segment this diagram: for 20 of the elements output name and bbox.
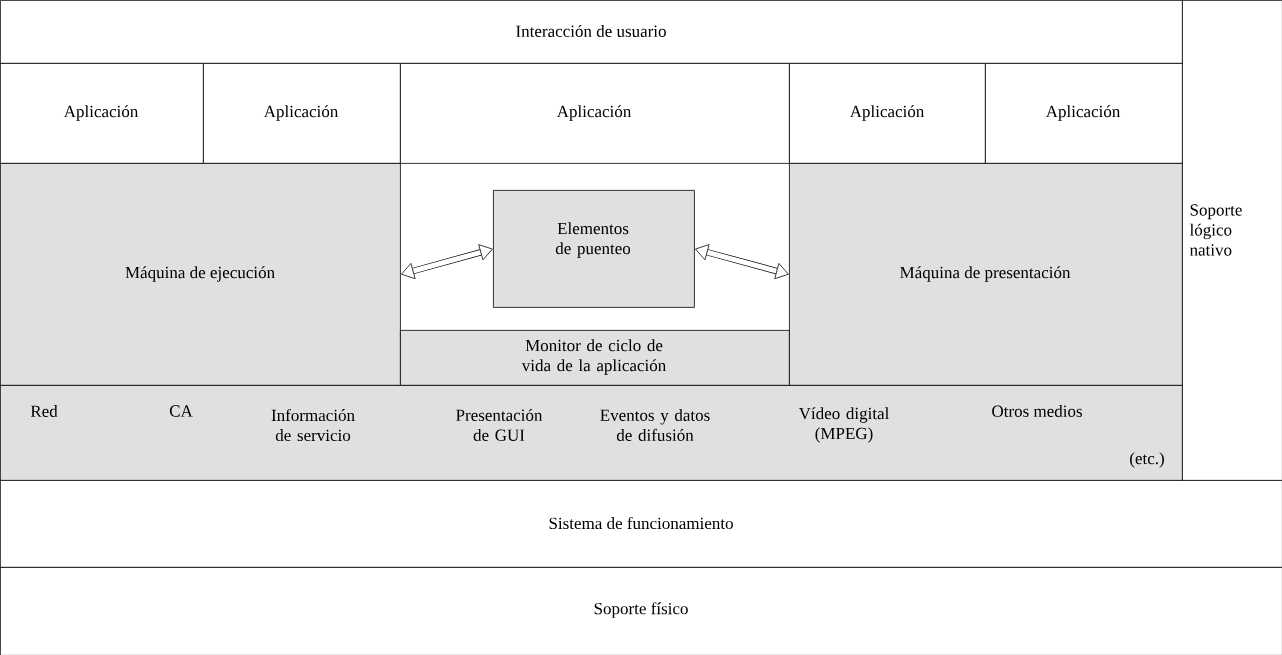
- service-label: CA: [169, 405, 193, 417]
- double-arrow: [695, 244, 789, 280]
- layer-box: Aplicación: [985, 63, 1183, 164]
- service-label: (etc.): [1130, 452, 1164, 468]
- service-label: Otros medios: [992, 405, 1082, 417]
- component-box: Máquina de presentación: [789, 163, 1183, 386]
- layer-box: Aplicación: [400, 63, 790, 164]
- service-label: Vídeo digital (MPEG): [798, 407, 889, 443]
- layer-box: Aplicación: [789, 63, 986, 164]
- component-box: Elementos de puenteo: [493, 190, 695, 308]
- component-box: Máquina de ejecución: [0, 163, 401, 386]
- layer-box: Aplicación: [0, 63, 204, 164]
- service-label: Presentación de GUI: [456, 409, 543, 441]
- double-arrow: [401, 244, 493, 280]
- service-label: Eventos y datos de difusión: [600, 409, 710, 441]
- service-label: Información de servicio: [271, 408, 355, 442]
- service-label: Red: [30, 405, 58, 417]
- layer-box: Soporte físico: [0, 567, 1282, 655]
- layer-box: Aplicación: [203, 63, 401, 164]
- component-box: Monitor de ciclo de vida de la aplicación: [400, 330, 790, 386]
